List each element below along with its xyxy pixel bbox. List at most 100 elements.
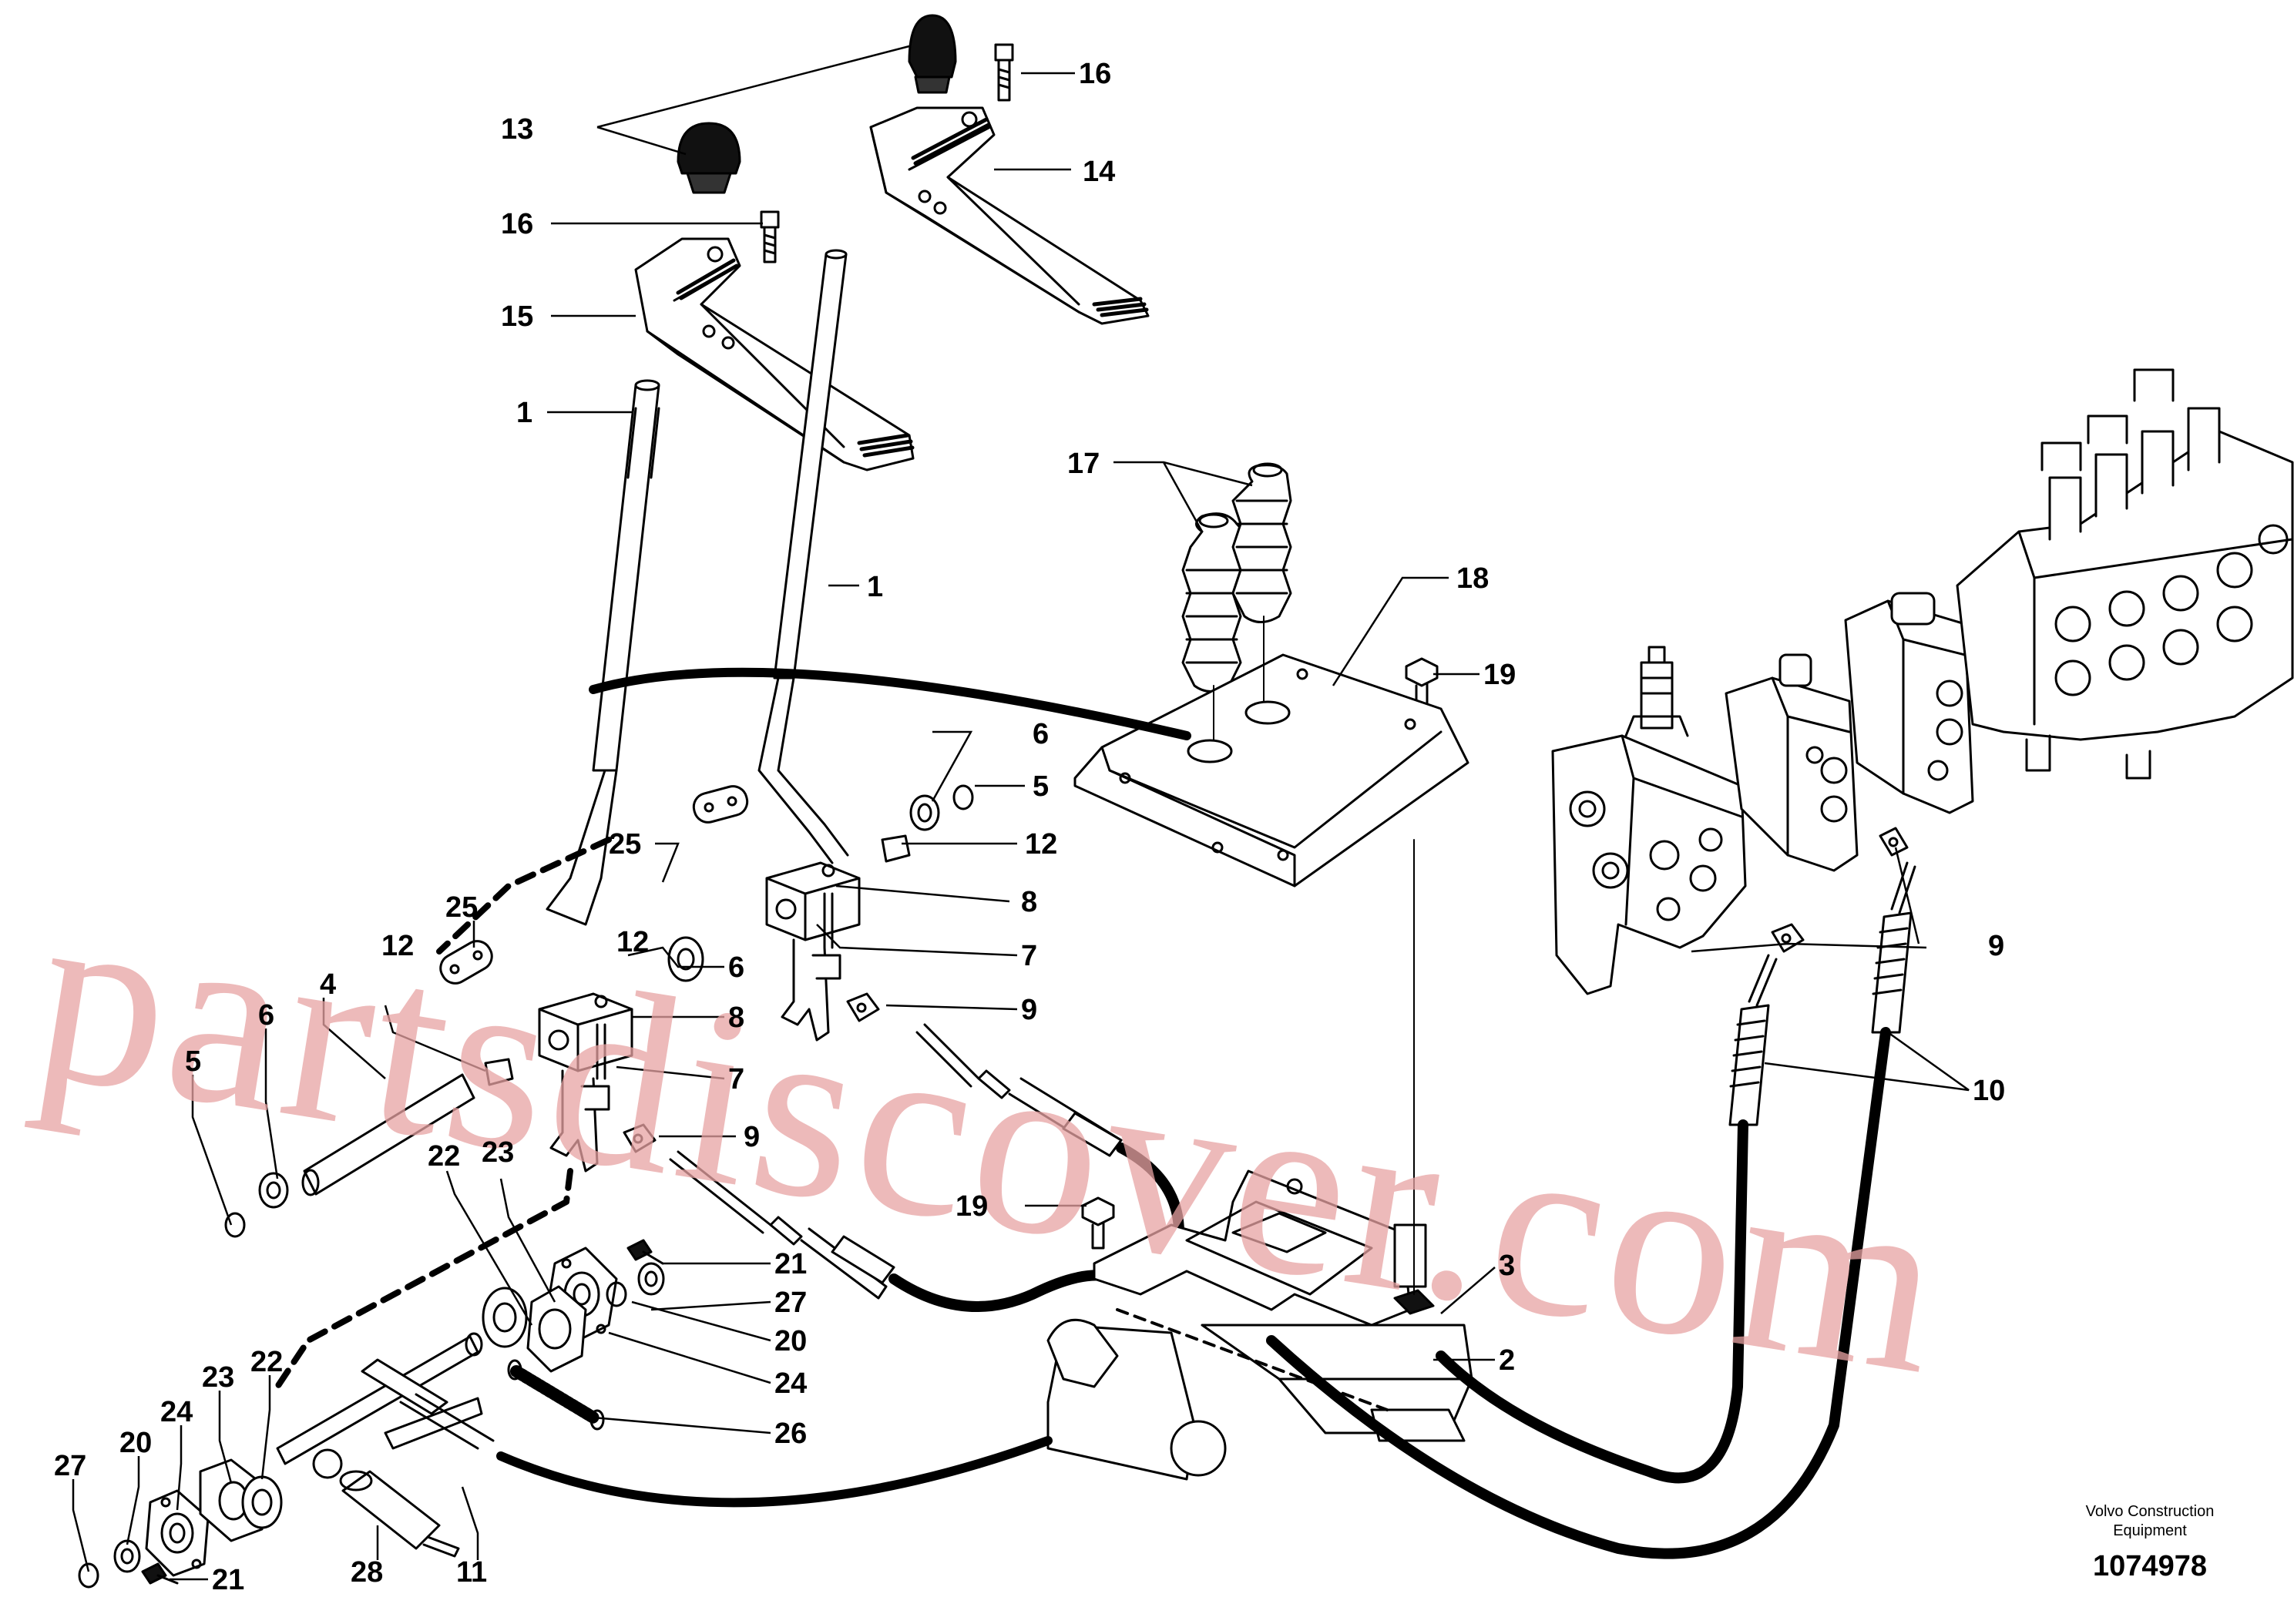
callout-12-right: 12 — [1025, 828, 1057, 861]
bolt-top — [994, 43, 1014, 102]
bushing-12-right — [881, 834, 911, 863]
callout-10: 10 — [1973, 1075, 2005, 1107]
callout-9-mid: 9 — [1021, 994, 1037, 1026]
knob-lower — [677, 122, 741, 194]
callout-8-left: 8 — [728, 1002, 744, 1034]
ring-27-left — [78, 1562, 99, 1589]
callout-2: 2 — [1499, 1344, 1515, 1377]
flange-mid — [526, 1285, 587, 1373]
callout-18: 18 — [1456, 562, 1489, 595]
callout-7-right: 7 — [1021, 940, 1037, 972]
credit-line-1: Volvo Construction — [2086, 1503, 2215, 1520]
washer-6-left — [258, 1172, 289, 1209]
bolt-19-bottom — [1081, 1196, 1115, 1250]
washer-20-right — [637, 1262, 665, 1296]
callout-21-right: 21 — [774, 1248, 807, 1280]
valve-section-3 — [1844, 592, 1974, 814]
cable-10-right — [1266, 861, 1916, 1559]
callout-20-left: 20 — [119, 1427, 152, 1459]
callout-20-right: 20 — [774, 1325, 807, 1357]
callout-12-mid: 12 — [616, 926, 649, 958]
callout-4: 4 — [320, 968, 336, 1001]
boot-right — [1231, 462, 1292, 623]
plate-lower — [439, 940, 493, 985]
callout-1-right: 1 — [867, 571, 883, 603]
callout-24-right: 24 — [774, 1367, 807, 1400]
washer-6-right — [909, 794, 940, 831]
knob-top — [908, 14, 957, 94]
valve-section-1 — [1551, 646, 1747, 995]
callout-23-right: 23 — [482, 1136, 514, 1169]
bracket-left — [538, 992, 633, 1173]
callout-6-right: 6 — [1033, 718, 1049, 750]
screw-21-right — [626, 1239, 664, 1265]
callout-27-right: 27 — [774, 1287, 807, 1319]
callout-22-right: 22 — [428, 1140, 460, 1173]
callout-8-right: 8 — [1021, 886, 1037, 918]
boot-left — [1181, 512, 1244, 693]
block-3 — [1393, 1289, 1435, 1315]
plate-upper — [692, 785, 749, 824]
credit-line-2: Equipment — [2113, 1522, 2187, 1539]
clip-9-mid — [846, 992, 880, 1022]
callout-15: 15 — [501, 300, 533, 333]
callout-5-left: 5 — [185, 1045, 201, 1078]
callout-6-left: 6 — [258, 999, 274, 1032]
callout-12-left: 12 — [381, 930, 414, 962]
valve-section-2 — [1725, 653, 1859, 872]
ring-5-right — [952, 784, 974, 810]
callout-13: 13 — [501, 113, 533, 146]
pedal-upper — [869, 106, 1150, 325]
clip-9-left — [623, 1123, 657, 1153]
spring-26 — [507, 1359, 605, 1431]
callout-17: 17 — [1067, 448, 1100, 480]
callout-9-left: 9 — [744, 1121, 760, 1153]
pedal-lower — [634, 237, 915, 471]
callout-27-left: 27 — [54, 1450, 86, 1482]
clip-9-right-a — [1771, 923, 1805, 953]
flange-left — [145, 1489, 210, 1577]
callout-11: 11 — [456, 1556, 487, 1589]
clip-9-right-b — [1879, 827, 1909, 857]
ring-27-right — [606, 1281, 627, 1307]
cable-mid — [915, 1023, 1184, 1238]
callout-6-mid: 6 — [728, 951, 744, 984]
callout-22-left: 22 — [250, 1346, 283, 1378]
cover-plate — [1073, 653, 1469, 887]
callout-21-left: 21 — [212, 1564, 244, 1596]
callout-26: 26 — [774, 1418, 807, 1450]
callout-23-left: 23 — [202, 1361, 234, 1394]
shaft-4 — [301, 1073, 475, 1196]
callout-19-top: 19 — [1483, 659, 1516, 691]
callout-25-lower: 25 — [445, 891, 478, 924]
actuator-28 — [339, 1470, 460, 1558]
callout-16-mid: 16 — [501, 208, 533, 240]
callout-28: 28 — [351, 1556, 383, 1589]
callout-14: 14 — [1083, 156, 1115, 188]
washer-20-left — [113, 1539, 141, 1573]
cross-shaft — [276, 1332, 495, 1479]
callout-3: 3 — [1499, 1250, 1515, 1282]
ring-5-left — [224, 1212, 246, 1238]
drawing-number: 1074978 — [2093, 1550, 2207, 1582]
lever-left — [546, 379, 660, 926]
screw-21-left — [141, 1562, 179, 1585]
callout-16-top: 16 — [1079, 58, 1111, 90]
gasket-left-2 — [241, 1475, 283, 1529]
bushing-12-left — [484, 1058, 514, 1086]
bracket-right — [765, 861, 861, 1042]
callout-1-left: 1 — [516, 397, 532, 429]
callout-7-left: 7 — [728, 1063, 744, 1096]
callout-19-bottom: 19 — [956, 1190, 988, 1223]
valve-bank — [1956, 368, 2294, 780]
lever-right — [757, 249, 849, 864]
callout-5-right: 5 — [1033, 770, 1049, 803]
callout-24-left: 24 — [160, 1396, 193, 1428]
gasket-right — [482, 1287, 528, 1348]
callout-9-right: 9 — [1988, 930, 2004, 962]
washer-6-mid — [667, 936, 704, 982]
cable-10-left — [1436, 954, 1778, 1484]
callout-25-upper: 25 — [609, 828, 641, 861]
